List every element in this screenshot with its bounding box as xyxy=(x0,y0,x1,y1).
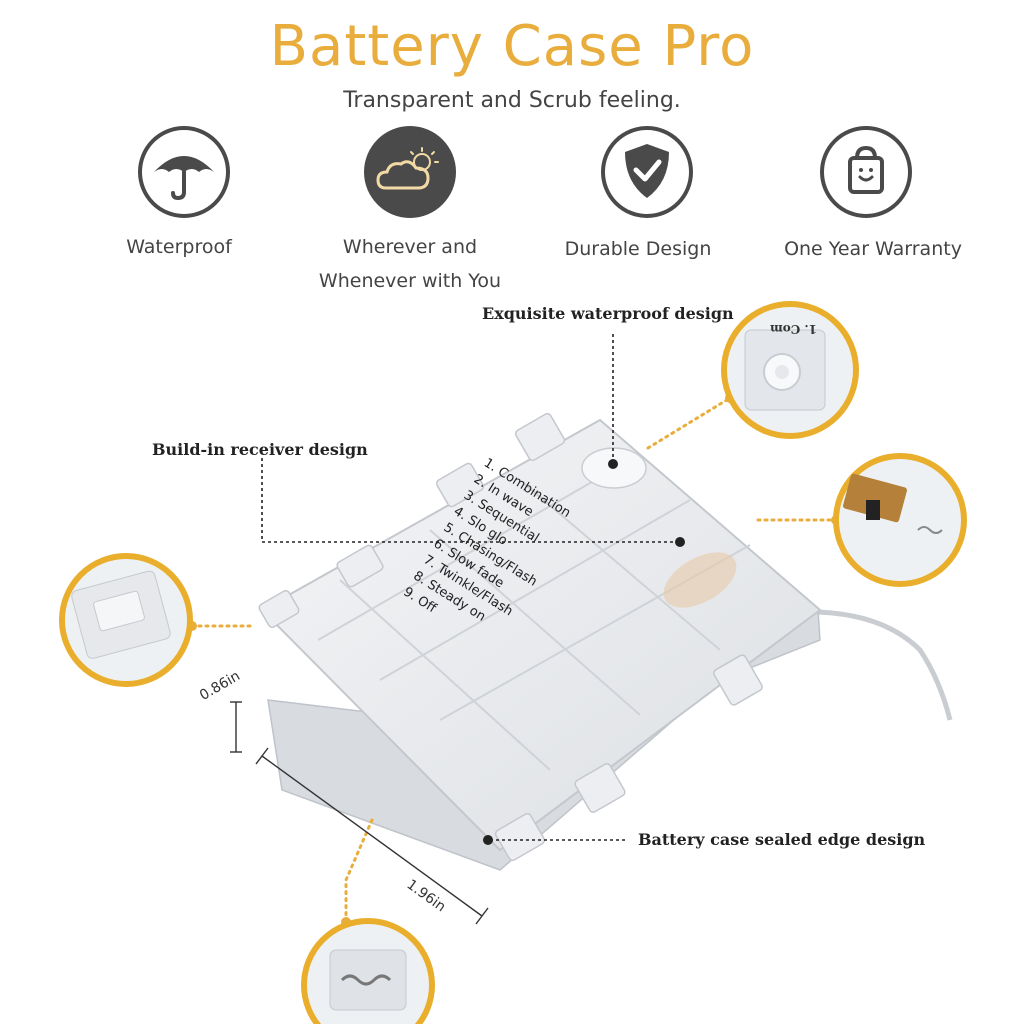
feature-label-durable: Durable Design xyxy=(564,238,712,260)
durable-feature xyxy=(601,126,693,218)
anywhere-feature xyxy=(364,126,456,218)
shopping-bag-icon xyxy=(848,145,884,194)
warranty-feature xyxy=(820,126,912,218)
shield-check-icon xyxy=(625,144,669,198)
feature-label-warranty: One Year Warranty xyxy=(784,238,962,260)
page-subtitle: Transparent and Scrub feeling. xyxy=(343,88,681,113)
callout-receiver: Build-in receiver design xyxy=(152,440,368,459)
page-title: Battery Case Pro xyxy=(269,14,755,79)
waterproof-feature xyxy=(138,126,230,218)
umbrella-icon xyxy=(154,156,214,201)
cloud-sun-icon xyxy=(376,147,439,190)
feature-label-waterproof: Waterproof xyxy=(126,236,232,258)
feature-label-anywhere: Wherever and Whenever with You xyxy=(318,236,502,292)
callout-sealed-edge: Battery case sealed edge design xyxy=(638,830,926,849)
zoom-label: 1. Com xyxy=(770,322,817,336)
callout-waterproof: Exquisite waterproof design xyxy=(482,304,734,323)
